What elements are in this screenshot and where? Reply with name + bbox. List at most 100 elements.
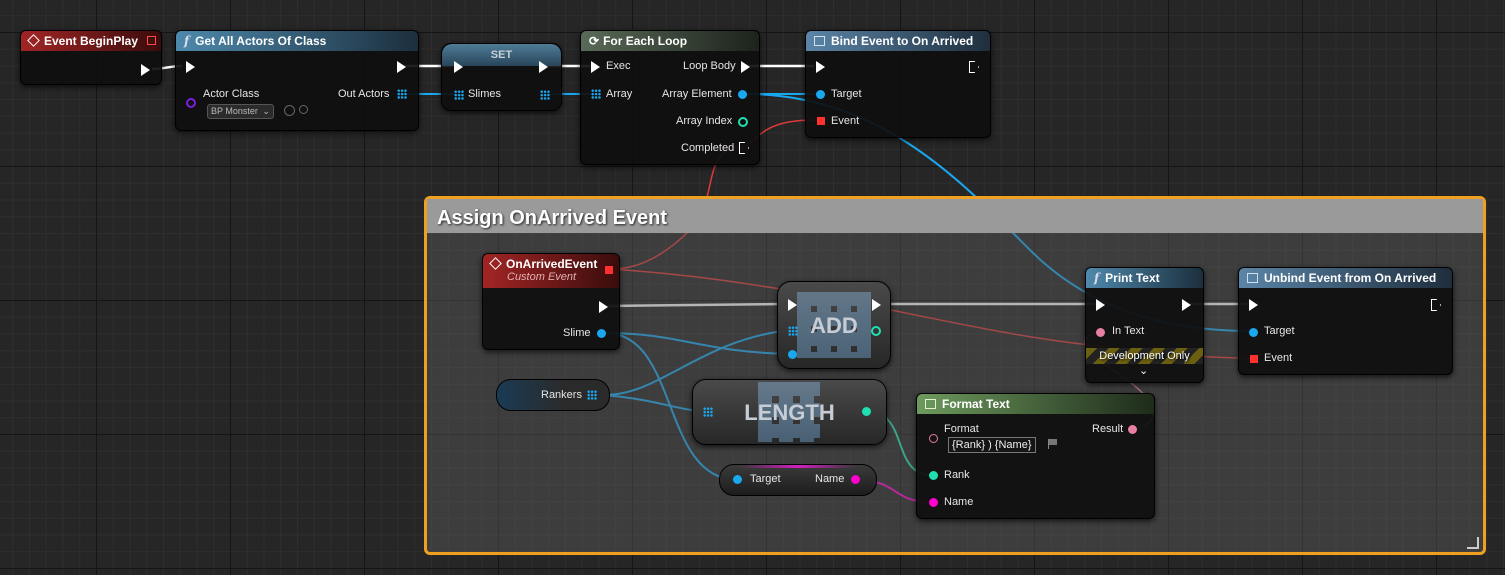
exec-out-pin[interactable] bbox=[872, 299, 881, 311]
development-only-bar: Development Only bbox=[1086, 348, 1203, 364]
object-wire bbox=[604, 332, 791, 355]
node-title: Format Text bbox=[942, 397, 1010, 411]
exec-in-pin[interactable] bbox=[454, 61, 463, 73]
set-node[interactable]: SET Slimes bbox=[441, 43, 562, 111]
rankers-label: Rankers bbox=[541, 389, 582, 401]
format-textbox[interactable]: {Rank} ) {Name} bbox=[948, 437, 1036, 453]
format-icon bbox=[925, 399, 936, 409]
exec-out-pin[interactable] bbox=[397, 61, 406, 73]
get-all-actors-header: f Get All Actors Of Class bbox=[176, 31, 418, 51]
node-subtitle: Custom Event bbox=[507, 271, 577, 283]
array-pin[interactable] bbox=[591, 89, 601, 99]
exec-out-pin[interactable] bbox=[969, 61, 979, 73]
add-node[interactable]: ADD bbox=[777, 281, 891, 369]
completed-pin[interactable] bbox=[739, 142, 749, 154]
result-pin[interactable] bbox=[1128, 425, 1137, 434]
name-label: Name bbox=[944, 496, 974, 508]
name-pin[interactable] bbox=[929, 498, 938, 507]
array-in-pin[interactable] bbox=[703, 407, 713, 417]
event-dispatcher-icon bbox=[1247, 273, 1258, 283]
array-element-pin[interactable] bbox=[738, 90, 747, 99]
slime-label: Slime bbox=[563, 327, 591, 339]
array-index-pin[interactable] bbox=[738, 117, 748, 127]
delegate-pin[interactable] bbox=[605, 266, 613, 274]
in-text-label: In Text bbox=[1112, 325, 1145, 337]
exec-in-pin[interactable] bbox=[1096, 299, 1105, 311]
completed-label: Completed bbox=[681, 142, 735, 154]
format-text-node[interactable]: Format Text Format {Rank} ) {Name} Resul… bbox=[916, 393, 1155, 519]
actor-class-dropdown[interactable]: BP Monster ⌄ bbox=[207, 104, 274, 119]
resize-grip[interactable] bbox=[1467, 537, 1479, 549]
exec-in-pin[interactable] bbox=[788, 299, 797, 311]
exec-out-pin[interactable] bbox=[1431, 299, 1441, 311]
event-dispatcher-icon bbox=[814, 36, 825, 46]
on-arrived-event-node[interactable]: OnArrivedEvent Custom Event Slime bbox=[482, 253, 620, 350]
object-wire bbox=[604, 329, 791, 396]
rank-label: Rank bbox=[944, 469, 970, 481]
slimes-in-pin[interactable] bbox=[454, 90, 464, 100]
out-actors-pin[interactable] bbox=[397, 89, 407, 99]
target-label: Target bbox=[750, 473, 781, 485]
loop-body-pin[interactable] bbox=[741, 61, 750, 73]
class-pin[interactable] bbox=[186, 98, 196, 108]
function-icon: f bbox=[1094, 271, 1100, 285]
length-watermark bbox=[758, 382, 820, 442]
exec-in-pin[interactable] bbox=[816, 61, 825, 73]
format-label: Format bbox=[944, 423, 979, 435]
item-in-pin[interactable] bbox=[788, 350, 797, 359]
index-out-pin[interactable] bbox=[871, 326, 881, 336]
node-title: OnArrivedEvent bbox=[506, 257, 598, 271]
get-name-node[interactable]: Target Name bbox=[719, 464, 877, 496]
browse-icon[interactable] bbox=[299, 105, 308, 114]
print-text-node[interactable]: f Print Text In Text Development Only ⌄ bbox=[1085, 267, 1204, 383]
slimes-out-pin[interactable] bbox=[540, 90, 550, 100]
name-out-pin[interactable] bbox=[851, 475, 860, 484]
diamond-icon bbox=[27, 34, 40, 47]
exec-out-pin[interactable] bbox=[1182, 299, 1191, 311]
array-in-pin[interactable] bbox=[788, 326, 798, 336]
slime-pin[interactable] bbox=[597, 329, 606, 338]
event-beginplay-node[interactable]: Event BeginPlay bbox=[20, 30, 162, 85]
chevron-down-icon: ⌄ bbox=[262, 106, 270, 116]
event-pin[interactable] bbox=[1250, 355, 1258, 363]
add-title: ADD bbox=[810, 313, 858, 338]
event-label: Event bbox=[1264, 352, 1293, 364]
length-node[interactable]: LENGTH bbox=[692, 379, 887, 445]
node-title: Get All Actors Of Class bbox=[195, 34, 327, 48]
slimes-label: Slimes bbox=[468, 88, 502, 100]
rankers-out-pin[interactable] bbox=[587, 390, 597, 400]
array-index-label: Array Index bbox=[676, 115, 733, 127]
bind-event-node[interactable]: Bind Event to On Arrived Target Event bbox=[805, 30, 991, 138]
chevron-down-icon[interactable]: ⌄ bbox=[1139, 365, 1149, 377]
target-pin[interactable] bbox=[733, 475, 742, 484]
comment-title[interactable]: Assign OnArrived Event bbox=[427, 199, 1483, 233]
flag-icon[interactable] bbox=[1048, 439, 1058, 449]
exec-in-pin[interactable] bbox=[1249, 299, 1258, 311]
exec-in-pin[interactable] bbox=[186, 61, 195, 73]
target-pin[interactable] bbox=[816, 90, 825, 99]
delegate-pin[interactable] bbox=[147, 36, 156, 45]
set-title: SET bbox=[490, 49, 513, 61]
array-label: Array bbox=[606, 88, 633, 100]
on-arrived-header: OnArrivedEvent Custom Event bbox=[483, 254, 619, 288]
length-out-pin[interactable] bbox=[862, 407, 871, 416]
event-pin[interactable] bbox=[817, 117, 825, 125]
exec-out-pin[interactable] bbox=[141, 64, 150, 76]
length-title: LENGTH bbox=[744, 400, 835, 425]
exec-out-pin[interactable] bbox=[599, 301, 608, 313]
for-each-loop-node[interactable]: ⟳For Each Loop Exec Loop Body Array Arra… bbox=[580, 30, 760, 165]
in-text-pin[interactable] bbox=[1096, 328, 1105, 337]
rank-pin[interactable] bbox=[929, 471, 938, 480]
target-pin[interactable] bbox=[1249, 328, 1258, 337]
node-title: Unbind Event from On Arrived bbox=[1264, 271, 1437, 285]
format-pin[interactable] bbox=[929, 434, 938, 443]
exec-in-pin[interactable] bbox=[591, 61, 600, 73]
exec-out-pin[interactable] bbox=[539, 61, 548, 73]
use-selected-icon[interactable] bbox=[284, 105, 295, 116]
node-title: Print Text bbox=[1105, 271, 1160, 285]
unbind-event-node[interactable]: Unbind Event from On Arrived Target Even… bbox=[1238, 267, 1453, 375]
loop-body-label: Loop Body bbox=[683, 60, 736, 72]
function-icon: f bbox=[184, 34, 190, 48]
rankers-variable-node[interactable]: Rankers bbox=[496, 379, 610, 411]
